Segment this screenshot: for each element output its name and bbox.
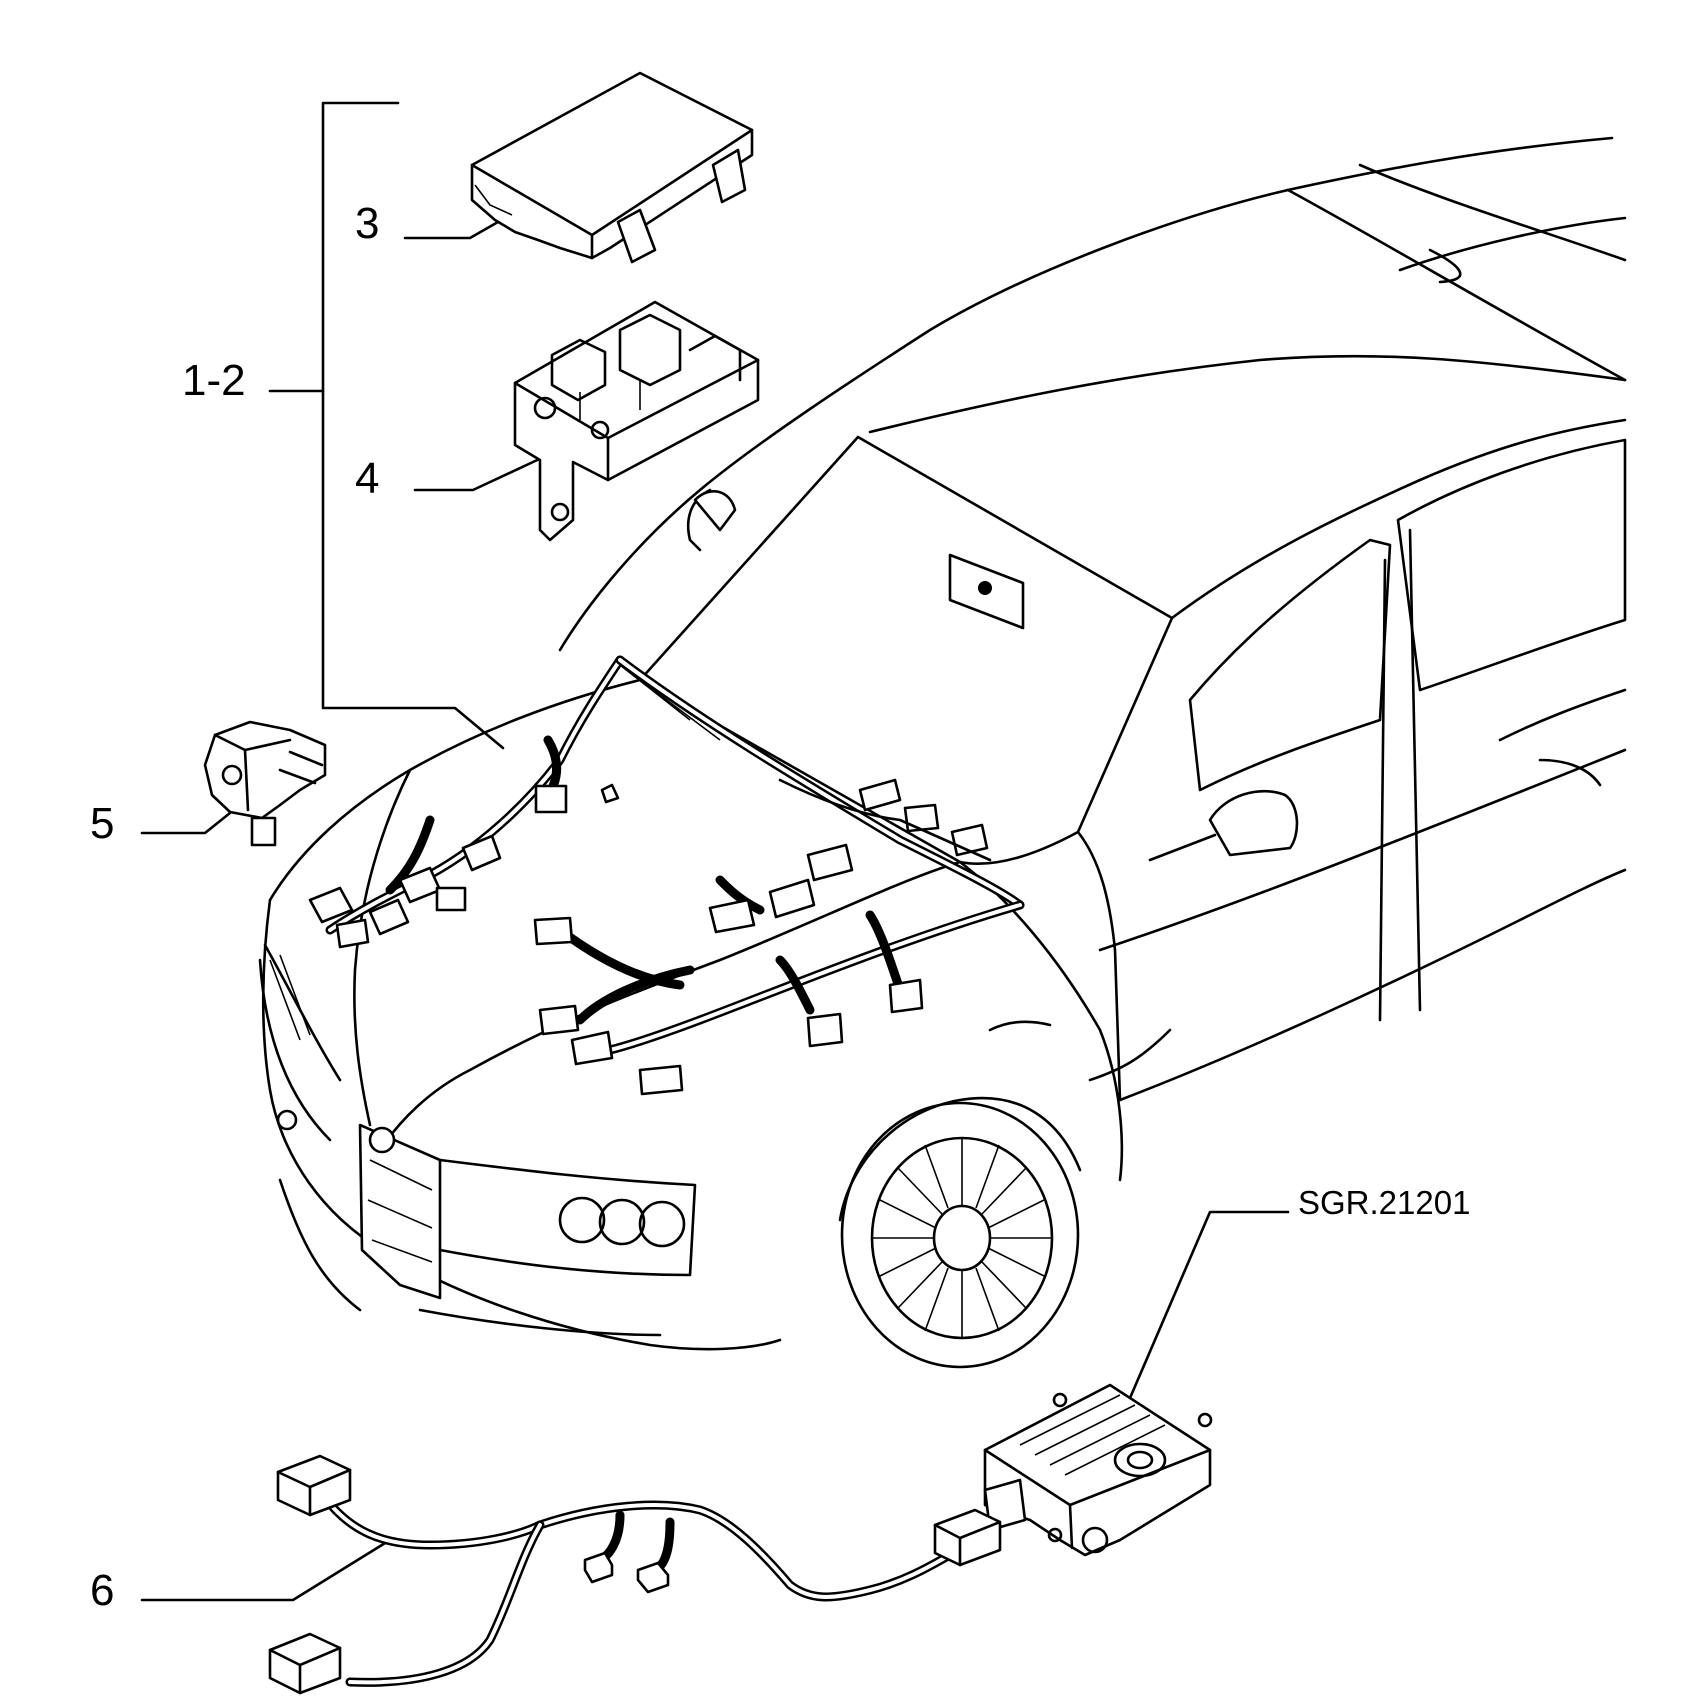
- sensor-part: [203, 720, 327, 847]
- engine-harness: [308, 655, 1025, 1096]
- front-wheel: [840, 1101, 1080, 1369]
- leader-lines: [140, 101, 1290, 1602]
- callout-5: 5: [90, 799, 114, 848]
- callout-3: 3: [355, 199, 379, 248]
- fuse-box-base: [513, 300, 760, 542]
- reference-code: SGR.21201: [1298, 1184, 1470, 1221]
- car-body: [258, 136, 1627, 1369]
- cable-harness-6: [268, 1454, 1002, 1695]
- callout-6: 6: [90, 1566, 114, 1615]
- callout-1-2: 1-2: [182, 356, 246, 405]
- callout-4: 4: [355, 454, 379, 503]
- control-unit: [983, 1383, 1213, 1557]
- fuse-box-cover: [470, 71, 754, 264]
